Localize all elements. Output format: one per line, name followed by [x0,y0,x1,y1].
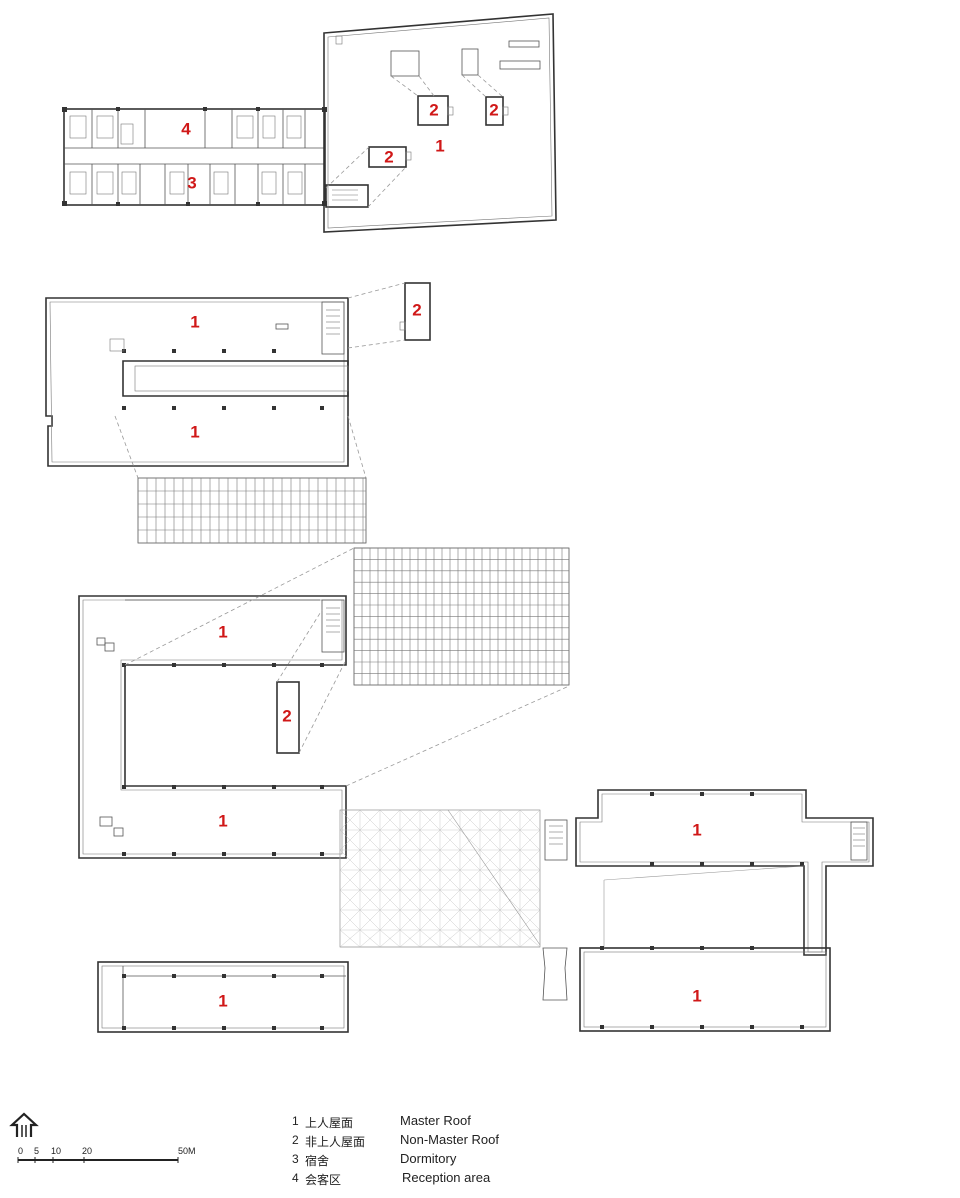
legend-cn-1: 上人屋面 [305,1116,354,1130]
legend-en-3: Dormitory [400,1151,457,1166]
legend-en-4: Reception area [402,1170,491,1185]
scale-tick-50m: 50M [178,1146,196,1156]
legend-num-3: 3 [292,1152,299,1166]
scale-tick-0: 0 [18,1146,23,1156]
roof-label-2-s2: 2 [412,300,421,319]
scale-bar: 0 5 10 20 50M [17,1146,196,1163]
roof-label-1-s2b: 1 [190,422,199,441]
roof-label-2a: 2 [429,100,438,119]
north-arrow-icon [9,1112,39,1137]
third-plan: 1 1 2 [78,547,570,948]
scale-tick-10: 10 [51,1146,61,1156]
legend-num-4: 4 [292,1171,299,1185]
legend-cn-4: 会客区 [305,1173,342,1187]
legend-cn-2: 非上人屋面 [305,1135,366,1149]
roof-label-2b: 2 [489,100,498,119]
roof-label-1-s3a: 1 [218,622,227,641]
roof-label-1-r2: 1 [692,986,701,1005]
bottom-left-plan: 1 [97,961,349,1033]
roof-label-1-s2a: 1 [190,312,199,331]
scale-tick-5: 5 [34,1146,39,1156]
roof-label-1-s3b: 1 [218,811,227,830]
legend-num-1: 1 [292,1114,299,1128]
roof-label-1-bl: 1 [218,991,227,1010]
reception-label: 4 [181,119,191,138]
legend-num-2: 2 [292,1133,299,1147]
legend-cn-3: 宿舍 [305,1154,330,1168]
legend-en-2: Non-Master Roof [400,1132,499,1147]
roof-label-2-s3: 2 [282,706,291,725]
roof-label-1-top: 1 [435,136,444,155]
second-plan: 1 1 2 [45,282,431,544]
right-plan: 1 1 [542,789,874,1032]
top-plan: 2 2 2 1 4 3 [62,13,557,233]
scale-tick-20: 20 [82,1146,92,1156]
roof-label-2c: 2 [384,147,393,166]
dormitory-label: 3 [187,173,196,192]
roof-label-1-r1: 1 [692,820,701,839]
louver-grid-1 [114,415,367,544]
legend-en-1: Master Roof [400,1113,471,1128]
